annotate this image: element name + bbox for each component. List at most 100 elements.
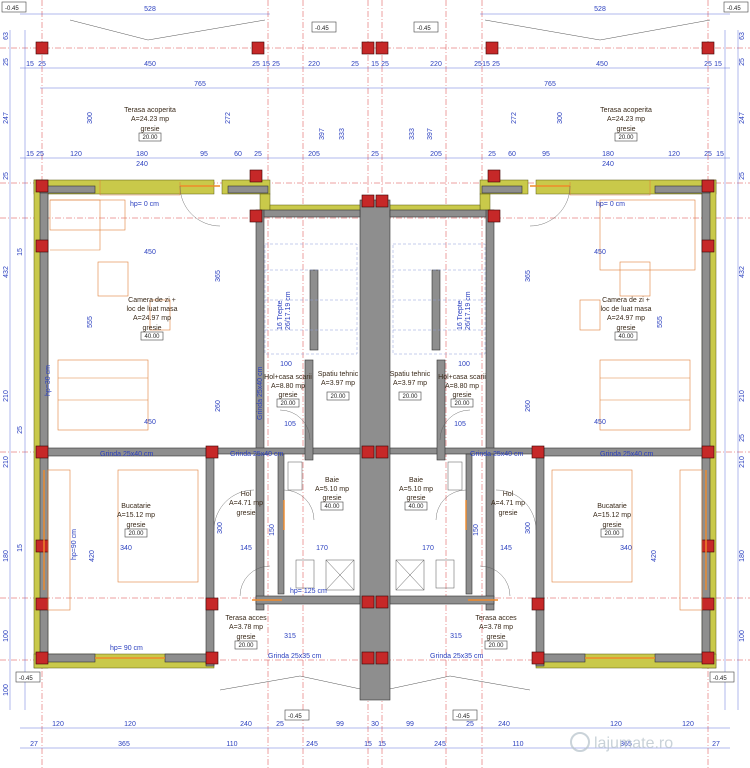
room-name: Spatiu tehnic — [318, 371, 359, 378]
room-tag: 20.00 — [488, 643, 504, 649]
level-marker — [15, 671, 41, 683]
dim-text: 25 — [492, 61, 500, 68]
dim-text: 27 — [712, 741, 720, 748]
room-floor: gresie — [142, 325, 161, 332]
level-marker — [1, 1, 27, 13]
dim-text: 397 — [319, 128, 326, 140]
room-floor: gresie — [616, 126, 635, 133]
dim-text: 432 — [3, 266, 10, 278]
dim-text: 100 — [280, 361, 292, 368]
dim-text: 25 — [3, 58, 10, 66]
room-floor: gresie — [236, 634, 255, 641]
dim-text: 120 — [52, 721, 64, 728]
room-tag: 20.00 — [280, 401, 296, 407]
furniture — [47, 180, 703, 611]
room-name-2: loc de luat masa — [127, 306, 178, 313]
room-area: A=15.12 mp — [593, 512, 631, 519]
dim-text: 25 — [704, 61, 712, 68]
room-name: Hol+casa scarii — [438, 374, 486, 381]
dim-text: 25 — [272, 61, 280, 68]
room-name: Bucatarie — [121, 503, 151, 510]
room-area: A=24.23 mp — [131, 116, 169, 123]
room-name: Camera de zi + — [128, 297, 176, 304]
dim-text: 120 — [610, 721, 622, 728]
dim-text: 365 — [215, 270, 222, 282]
dim-text: 300 — [557, 112, 564, 124]
dim-text: 63 — [3, 32, 10, 40]
room-name: Hol — [241, 491, 252, 498]
dim-text: 247 — [3, 112, 10, 124]
dim-text: 365 — [118, 741, 130, 748]
dim-text: 25 — [254, 151, 262, 158]
level-marker — [723, 1, 749, 13]
room-labels-right: Terasa acoperita A=24.23 mp gresie 20.00… — [390, 107, 652, 650]
room-floor: gresie — [452, 392, 471, 399]
dim-text: 272 — [225, 112, 232, 124]
dim-text: 150 — [473, 524, 480, 536]
stairs-label: 16 Trepte — [457, 300, 464, 330]
dim-text: 180 — [3, 550, 10, 562]
note-hp: hp= 125 cm — [290, 588, 327, 595]
dimension-texts: 528 528 765 765 15 25 450 25 15 25 220 2… — [3, 6, 746, 748]
dim-text: 220 — [308, 61, 320, 68]
level-marker — [311, 21, 337, 33]
dim-text: 260 — [525, 400, 532, 412]
dim-text: 210 — [739, 390, 746, 402]
dim-text: 120 — [70, 151, 82, 158]
room-name: Baie — [409, 477, 423, 484]
dim-text: 450 — [594, 249, 606, 256]
note-hp: hp=90 cm — [71, 529, 78, 560]
room-floor: gresie — [486, 634, 505, 641]
dim-text: 450 — [144, 419, 156, 426]
dim-text: 15 — [17, 544, 24, 552]
room-area: A=8.80 mp — [271, 383, 305, 390]
room-name: Hol+casa scarii — [264, 374, 312, 381]
dim-text: 397 — [427, 128, 434, 140]
room-tag: 20.00 — [454, 401, 470, 407]
room-floor: gresie — [322, 495, 341, 502]
dim-text: 30 — [371, 721, 379, 728]
dim-text: 15 — [26, 61, 34, 68]
dim-text: 528 — [144, 6, 156, 13]
room-tag: 40.00 — [324, 504, 340, 510]
dim-text: 25 — [351, 61, 359, 68]
dim-text: 555 — [657, 316, 664, 328]
dim-text: 25 — [739, 58, 746, 66]
dim-text: 300 — [217, 522, 224, 534]
dim-text: 340 — [620, 545, 632, 552]
room-tag: 40.00 — [618, 334, 634, 340]
room-area: A=24.23 mp — [607, 116, 645, 123]
dim-text: 240 — [498, 721, 510, 728]
dim-text: 315 — [450, 633, 462, 640]
dim-text: 15 — [482, 61, 490, 68]
note-beam: Grinda 25x40 cm — [230, 451, 283, 458]
note-beam: Grinda 25x35 cm — [430, 653, 483, 660]
room-area: A=5.10 mp — [399, 486, 433, 493]
dim-text: 60 — [508, 151, 516, 158]
dim-text: 300 — [87, 112, 94, 124]
dim-text: 528 — [594, 6, 606, 13]
level-marker — [413, 21, 439, 33]
level-markers: -0.45 -0.45 -0.45 -0.45 -0.45 -0.45 -0.4… — [1, 1, 749, 721]
note-beam: Grinda 25x40 cm — [257, 367, 264, 420]
dim-text: 450 — [144, 61, 156, 68]
dim-text: 15 — [371, 61, 379, 68]
dim-text: 432 — [739, 266, 746, 278]
note-beam: Grinda 25x35 cm — [268, 653, 321, 660]
dim-text: 260 — [215, 400, 222, 412]
dim-text: 99 — [406, 721, 414, 728]
room-name: Bucatarie — [597, 503, 627, 510]
stairs-label: 16 Trepte — [277, 300, 284, 330]
room-floor: gresie — [126, 522, 145, 529]
dim-text: 25 — [488, 151, 496, 158]
room-floor: gresie — [140, 126, 159, 133]
room-area: A=15.12 mp — [117, 512, 155, 519]
dim-text: 315 — [284, 633, 296, 640]
room-name-2: loc de luat masa — [601, 306, 652, 313]
room-area: A=3.78 mp — [479, 624, 513, 631]
dim-text: 245 — [434, 741, 446, 748]
level-text: -0.45 — [456, 714, 470, 720]
dim-text: 25 — [739, 172, 746, 180]
dim-text: 170 — [316, 545, 328, 552]
room-area: A=3.78 mp — [229, 624, 263, 631]
